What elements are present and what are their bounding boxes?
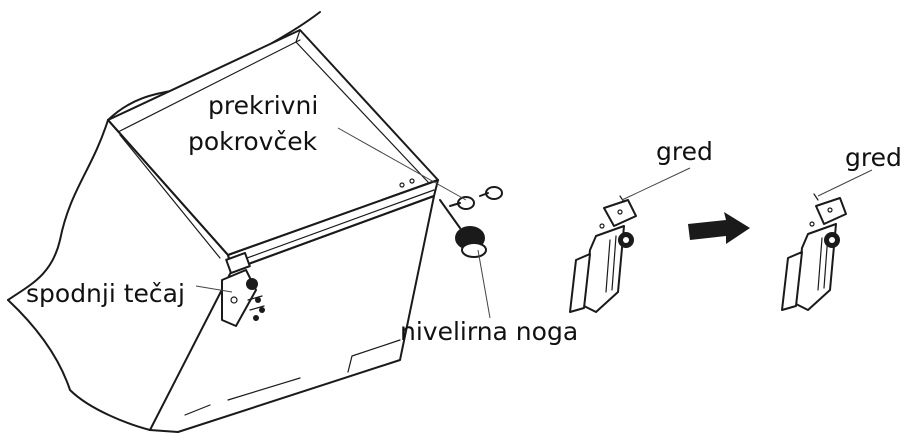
label-cover-cap-line2: pokrovček bbox=[188, 127, 318, 156]
leader-lower-hinge bbox=[195, 285, 233, 293]
label-leveling-foot: nivelirna noga bbox=[400, 317, 578, 346]
label-cover-cap-line1: prekrivni bbox=[208, 91, 318, 120]
label-lower-hinge: spodnji tečaj bbox=[26, 279, 185, 308]
lower-hinge-on-cabinet bbox=[221, 252, 265, 327]
hinge-bracket-before bbox=[569, 195, 637, 313]
label-gred-right: gred bbox=[845, 143, 902, 172]
hinge-bracket-after bbox=[781, 193, 847, 311]
refrigerator-cabinet bbox=[7, 11, 439, 433]
leader-cover-cap bbox=[337, 127, 467, 201]
leader-leveling-foot bbox=[477, 249, 491, 319]
cover-cap-icon bbox=[449, 186, 503, 210]
leader-gred-right bbox=[817, 169, 873, 197]
right-arrow-icon bbox=[688, 212, 750, 244]
leveling-foot-icon bbox=[439, 199, 487, 258]
label-gred-left: gred bbox=[656, 137, 713, 166]
leader-gred-left bbox=[621, 167, 691, 201]
